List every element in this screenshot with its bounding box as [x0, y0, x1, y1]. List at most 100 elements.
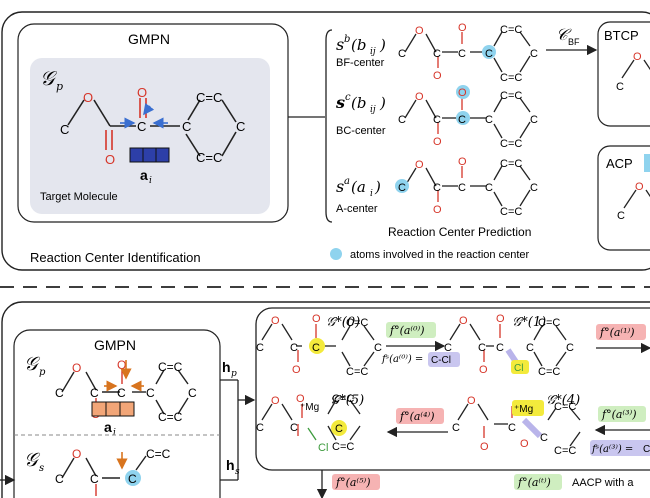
svg-text:C=C: C=C [346, 317, 368, 329]
svg-text:C: C [312, 342, 320, 354]
atom-c: C [617, 210, 625, 222]
sb-close: ) [379, 36, 386, 54]
svg-text:C: C [485, 182, 493, 194]
fo-a3-text: f°(a⁽³⁾) [601, 408, 637, 421]
g5-label: 𝒢*(5) [330, 393, 364, 408]
fo-a0-box [386, 322, 436, 338]
svg-text:C: C [55, 472, 64, 486]
gmpn-title-bottom: GMPN [94, 337, 136, 353]
svg-text:C: C [55, 386, 64, 400]
svg-text:C=C: C=C [500, 90, 522, 102]
ai-label-top: a [140, 167, 148, 183]
fo-a1-text: f°(a⁽¹⁾) [599, 326, 635, 339]
svg-text:C: C [496, 342, 504, 354]
atom-c: C [60, 122, 69, 137]
atom-embedding-vector [129, 147, 170, 163]
btcp-molecule [621, 59, 650, 79]
svg-text:O: O [296, 393, 305, 405]
svg-text:O: O [459, 315, 468, 327]
svg-text:C=C: C=C [158, 360, 183, 374]
hs-sub: s [235, 467, 240, 477]
svg-text:O: O [458, 156, 467, 168]
sa-sup: a [344, 176, 350, 187]
sc-arg: (b [351, 94, 366, 112]
target-molecule-panel [30, 58, 270, 214]
svg-text:C: C [117, 386, 126, 400]
fo-a0-text: f°(a⁽⁰⁾) [389, 324, 425, 337]
hp-sub: p [231, 369, 237, 379]
ai-sub-bottom: i [113, 428, 116, 438]
reaction-center-identification-title: Reaction Center Identification [30, 250, 201, 265]
btcp-label: BTCP [604, 28, 639, 43]
top-section-frame [1, 11, 650, 271]
svg-text:O: O [520, 438, 529, 450]
svg-text:C: C [540, 432, 548, 444]
gp-sub-top: p [56, 80, 63, 93]
svg-text:C: C [458, 48, 466, 60]
svg-text:C: C [566, 342, 574, 354]
c-label: C [643, 444, 650, 455]
bf-center-molecule: C O C O C O C C=C C=C C [398, 22, 538, 84]
svg-text:C: C [485, 114, 493, 126]
svg-text:C=C: C=C [500, 24, 522, 36]
svg-text:C: C [530, 182, 538, 194]
btcp-box [597, 21, 650, 127]
fo-at-text: f°(a⁽ᵗ⁾) [517, 476, 551, 489]
svg-text:C: C [374, 342, 382, 354]
gmpn-title-top: GMPN [128, 31, 170, 47]
svg-text:O: O [479, 364, 488, 376]
fo-at-box [514, 474, 562, 490]
svg-text:O: O [458, 87, 467, 99]
svg-text:C: C [128, 472, 137, 486]
ring-c-eq-c: C=C [196, 150, 222, 165]
svg-text:C: C [458, 114, 466, 126]
svg-text:O: O [415, 25, 424, 37]
svg-text:O: O [467, 395, 476, 407]
prediction-caption: Reaction Center Prediction [388, 225, 531, 239]
svg-text:Cl: Cl [318, 442, 328, 454]
fs-a0-text: fˢ(a⁽⁰⁾) = [381, 354, 423, 365]
svg-text:C: C [335, 423, 343, 435]
svg-text:C: C [146, 386, 155, 400]
svg-text:O: O [458, 22, 467, 34]
svg-text:O: O [271, 315, 280, 327]
svg-text:C: C [90, 472, 99, 486]
mg-box-label: ⁺Mg [514, 404, 533, 415]
g1-label: 𝒢*(1) [512, 315, 546, 330]
fo-a1-box [596, 324, 646, 340]
svg-text:C=C: C=C [500, 206, 522, 218]
sc-close: ) [379, 94, 386, 112]
svg-text:C: C [458, 182, 466, 194]
sc-arg-sub: ij [370, 105, 376, 115]
atom-o: O [633, 51, 642, 63]
svg-text:C: C [398, 48, 406, 60]
hs-label: h [226, 457, 235, 473]
product-molecule-bottom: C O C O C O C C=C C=C C [55, 358, 197, 424]
molecule-step-4: C O O C O C C=C C=C [452, 395, 581, 457]
ring-c-eq-c: C=C [196, 90, 222, 105]
atom-c: C [137, 119, 146, 134]
fo-a5-box [332, 474, 380, 490]
svg-text:C: C [433, 182, 441, 194]
svg-text:C: C [433, 48, 441, 60]
svg-text:C=C: C=C [500, 138, 522, 150]
svg-text:C=C: C=C [332, 393, 354, 405]
svg-text:C: C [526, 342, 534, 354]
svg-text:C: C [452, 422, 460, 434]
molecule-step-5: C O C O Cl C C=C C=C [256, 393, 361, 454]
fo-a4-text: f°(a⁽⁴⁾) [399, 410, 435, 423]
svg-text:C: C [508, 422, 516, 434]
fo-a3-box [598, 406, 646, 422]
cbf-sub: BF [568, 37, 580, 47]
svg-text:O: O [433, 136, 442, 148]
acp-molecule [623, 189, 650, 209]
svg-text:O: O [72, 447, 81, 461]
sb-label: s [336, 35, 344, 54]
a-center-label: A-center [336, 203, 378, 215]
molecule-step-0: C O C O C O C=C C=C C [256, 313, 382, 378]
a-center-molecule: C O C O C O C C=C C=C C [395, 156, 538, 218]
fo-a4-box [396, 408, 444, 424]
mg-plus-label: ⁺Mg [300, 402, 319, 413]
cc-box [428, 352, 460, 367]
